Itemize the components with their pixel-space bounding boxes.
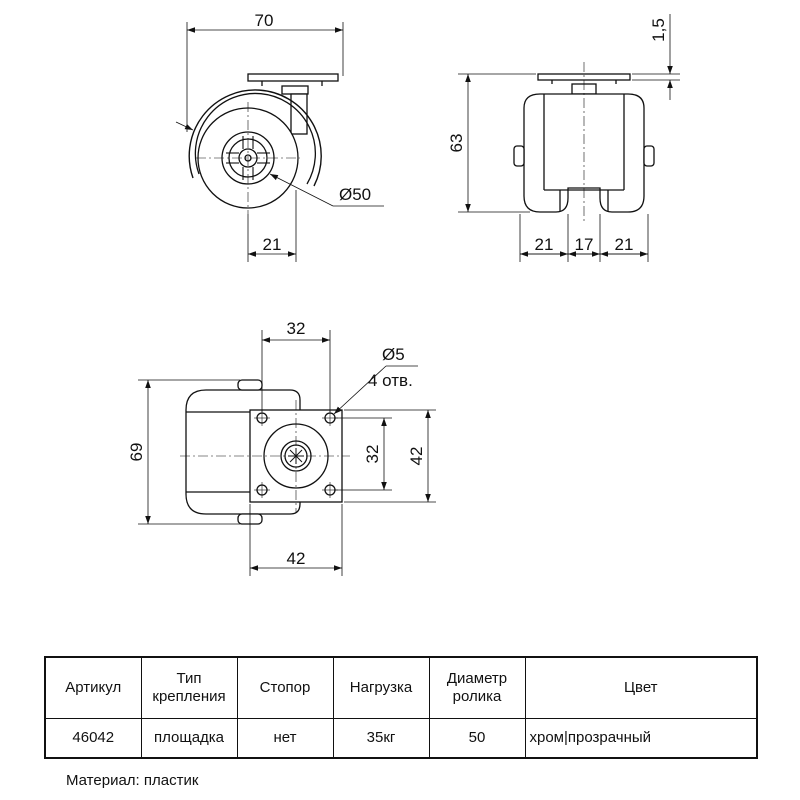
dim-top-bottom: 42	[287, 549, 306, 568]
dim-front-left: 21	[535, 235, 554, 254]
value-wheel-diameter: 50	[428, 718, 526, 759]
header-load: Нагрузка	[332, 656, 430, 719]
value-load: 35кг	[332, 718, 430, 759]
spec-table: Артикул Тип крепления Стопор Нагрузка Ди…	[44, 656, 758, 759]
top-view	[138, 330, 436, 576]
dim-plate-thickness: 1,5	[649, 18, 668, 42]
side-view	[175, 22, 384, 262]
value-brake: нет	[236, 718, 334, 759]
header-color: Цвет	[524, 656, 758, 719]
dim-top-inner: 32	[363, 445, 382, 464]
header-wheel-diameter: Диаметр ролика	[428, 656, 526, 719]
dim-hole-diameter: Ø5	[382, 345, 405, 364]
header-brake: Стопор	[236, 656, 334, 719]
dim-top-outer: 42	[407, 447, 426, 466]
front-view	[458, 14, 680, 262]
dim-front-height: 63	[447, 134, 466, 153]
table-row: 46042 площадка нет 35кг 50 хром|прозрачн…	[44, 718, 758, 759]
dim-hole-count: 4 отв.	[368, 371, 413, 390]
dim-front-right: 21	[615, 235, 634, 254]
dim-side-offset: 21	[263, 235, 282, 254]
dim-top-total: 69	[127, 443, 146, 462]
dim-side-width: 70	[255, 11, 274, 30]
dim-front-mid: 17	[575, 235, 594, 254]
value-article: 46042	[44, 718, 142, 759]
dim-hole-spacing: 32	[287, 319, 306, 338]
header-mount-type: Тип крепления	[140, 656, 238, 719]
dim-wheel-diameter: Ø50	[339, 185, 371, 204]
value-mount-type: площадка	[140, 718, 238, 759]
table-header-row: Артикул Тип крепления Стопор Нагрузка Ди…	[44, 656, 758, 719]
header-article: Артикул	[44, 656, 142, 719]
value-color: хром|прозрачный	[524, 718, 758, 759]
material-note: Материал: пластик	[66, 772, 199, 789]
